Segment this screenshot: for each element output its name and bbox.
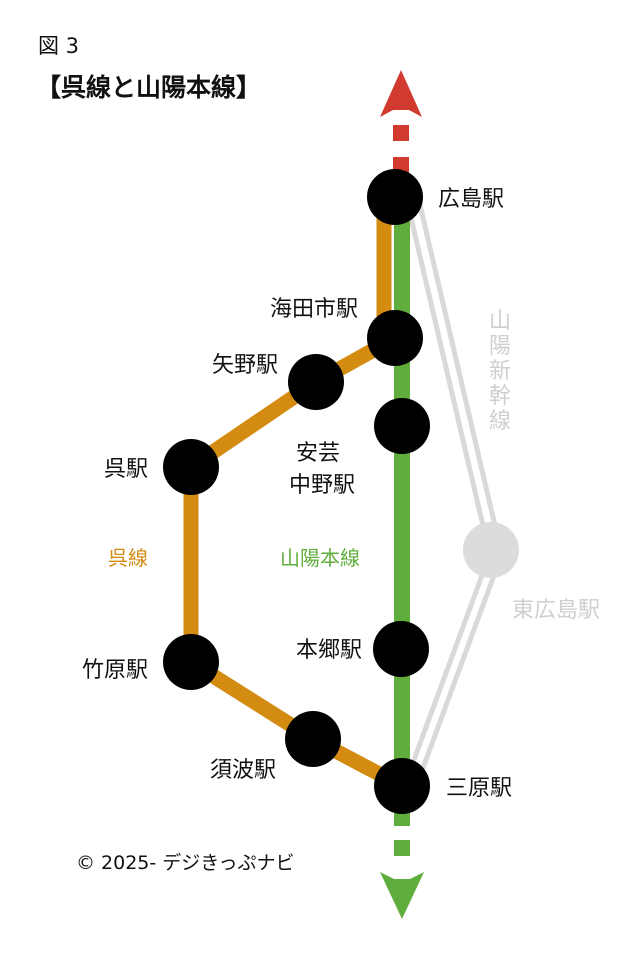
svg-text:幹: 幹	[489, 384, 511, 409]
svg-text:陽: 陽	[489, 334, 511, 359]
shinkansen-label: 山 陽 新 幹 線	[489, 309, 511, 434]
station-takehara-label: 竹原駅	[82, 658, 148, 683]
station-hiroshima-marker[interactable]	[367, 169, 423, 225]
station-kure-label: 呉駅	[104, 457, 148, 482]
station-hiroshima-label: 広島駅	[438, 187, 504, 212]
sanyo-main-line-label: 山陽本線	[280, 546, 360, 570]
copyright-text: © 2025- デジきっぷナビ	[76, 852, 295, 874]
station-mihara-marker[interactable]	[374, 758, 430, 814]
shinkansen-line	[405, 204, 499, 777]
station-aki-nakano-label-line1: 安芸	[296, 441, 340, 466]
station-higashi-hiroshima-marker[interactable]	[463, 522, 519, 578]
station-aki-nakano-label-line2: 中野駅	[289, 473, 355, 498]
station-suba-label: 須波駅	[210, 758, 276, 783]
station-kure-marker[interactable]	[163, 439, 219, 495]
arrow-up-icon	[380, 70, 422, 177]
station-aki-nakano-marker[interactable]	[374, 398, 430, 454]
station-yano-marker[interactable]	[288, 354, 344, 410]
svg-text:線: 線	[489, 409, 511, 434]
figure-label: 図 3	[38, 34, 80, 58]
station-kaitaichi-marker[interactable]	[367, 310, 423, 366]
svg-text:山: 山	[489, 309, 511, 334]
station-kaitaichi-label: 海田市駅	[270, 297, 358, 322]
station-hongo-marker[interactable]	[373, 621, 429, 677]
svg-text:新: 新	[489, 359, 511, 384]
station-mihara-label: 三原駅	[446, 776, 512, 801]
station-markers	[163, 169, 430, 814]
station-hongo-label: 本郷駅	[296, 638, 362, 663]
station-takehara-marker[interactable]	[163, 634, 219, 690]
station-suba-marker[interactable]	[285, 711, 341, 767]
arrow-down-icon	[380, 806, 424, 919]
kure-line-label: 呉線	[108, 546, 148, 570]
diagram-title: 【呉線と山陽本線】	[36, 73, 262, 102]
station-higashi-hiroshima-label: 東広島駅	[512, 598, 600, 623]
station-yano-label: 矢野駅	[212, 353, 278, 378]
